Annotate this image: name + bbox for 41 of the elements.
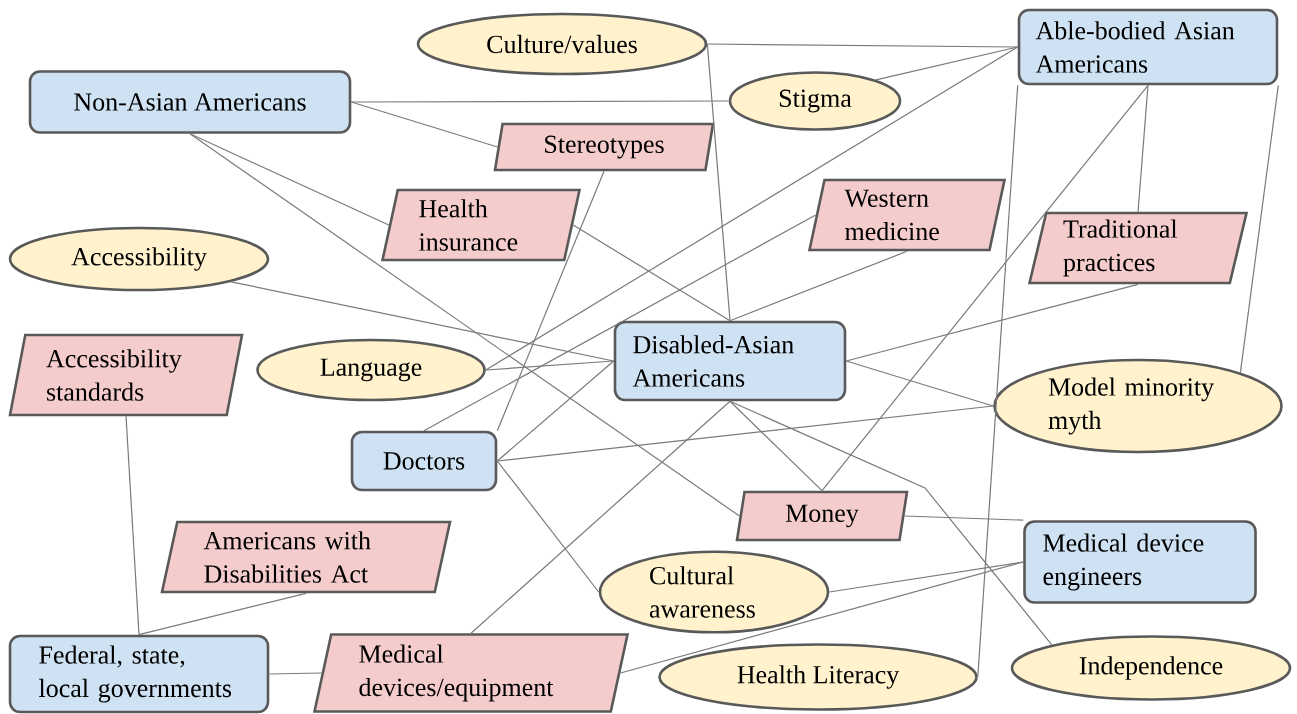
connector-line — [496, 360, 615, 462]
connector-line — [706, 43, 731, 322]
connector-line — [845, 283, 1139, 362]
connector-line — [268, 672, 323, 675]
concept-box: Medical device engineers — [1023, 520, 1257, 604]
connector-line — [821, 84, 1149, 492]
concept-parallelogram: Americans with Disabilities Act — [160, 520, 452, 594]
connector-line — [470, 400, 731, 634]
concept-parallelogram: Stereotypes — [493, 122, 715, 172]
connector-line — [729, 400, 1053, 646]
concept-box: Doctors — [350, 430, 498, 492]
connector-line — [496, 405, 994, 462]
connector-line — [1137, 84, 1149, 213]
connector-line — [572, 224, 731, 322]
connector-line — [845, 360, 994, 407]
connector-line — [189, 133, 390, 226]
concept-parallelogram: Accessibility standards — [8, 333, 244, 417]
connector-line — [706, 43, 1019, 48]
connector-line — [496, 170, 605, 432]
connector-line — [485, 46, 1019, 371]
connector-line — [977, 84, 1019, 678]
connector-line — [903, 515, 1024, 521]
connector-line — [619, 561, 1024, 674]
connector-line — [485, 360, 615, 371]
connector-line — [875, 46, 1019, 81]
concept-box: Non-Asian Americans — [28, 70, 352, 134]
connector-line — [189, 133, 741, 517]
connector-line — [125, 415, 140, 636]
concept-box: Disabled-Asian Americans — [613, 320, 847, 402]
connector-line — [496, 460, 600, 593]
concept-parallelogram: Money — [735, 490, 909, 542]
connector-line — [729, 250, 908, 322]
connector-line — [1239, 84, 1279, 374]
connector-line — [350, 100, 730, 103]
concept-box: Federal, state, local governments — [8, 634, 270, 714]
connector-line — [350, 101, 499, 148]
connector-line — [138, 592, 307, 636]
concept-box: Able-bodied Asian Americans — [1017, 8, 1279, 86]
connector-line — [423, 214, 817, 432]
connector-line — [729, 400, 823, 492]
connector-line — [828, 561, 1024, 593]
